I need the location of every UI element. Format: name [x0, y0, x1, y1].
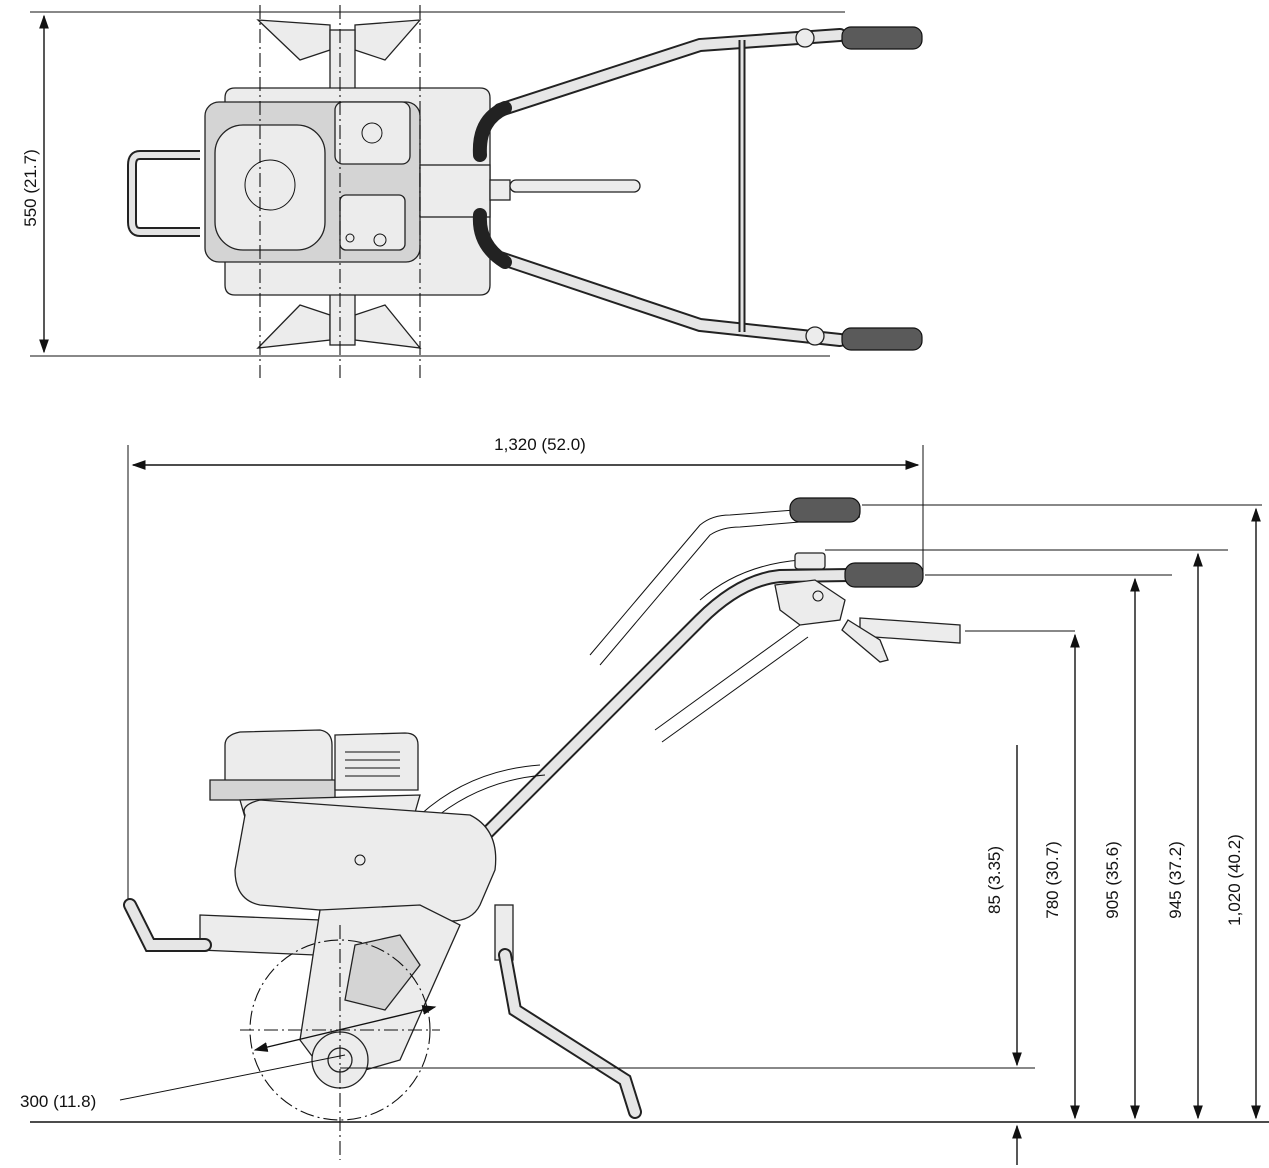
tine-diameter-line: [253, 1005, 437, 1052]
length-dimension-label: 1,320 (52.0): [494, 435, 586, 454]
top-grip-upper: [841, 26, 923, 50]
side-view: 1,320 (52.0): [20, 435, 1269, 1165]
height-1020-label: 1,020 (40.2): [1225, 834, 1244, 926]
height-945-label: 945 (37.2): [1166, 841, 1185, 919]
side-grip-main: [844, 562, 924, 588]
tilling-depth-label: 85 (3.35): [985, 846, 1004, 914]
height-780-label: 780 (30.7): [1043, 841, 1062, 919]
top-grip-lower: [841, 327, 923, 351]
tine-diameter-label: 300 (11.8): [20, 1092, 96, 1111]
top-view: 550 (21.7): [21, 5, 923, 378]
width-dimension-label: 550 (21.7): [21, 149, 40, 227]
height-905-label: 905 (35.6): [1103, 841, 1122, 919]
